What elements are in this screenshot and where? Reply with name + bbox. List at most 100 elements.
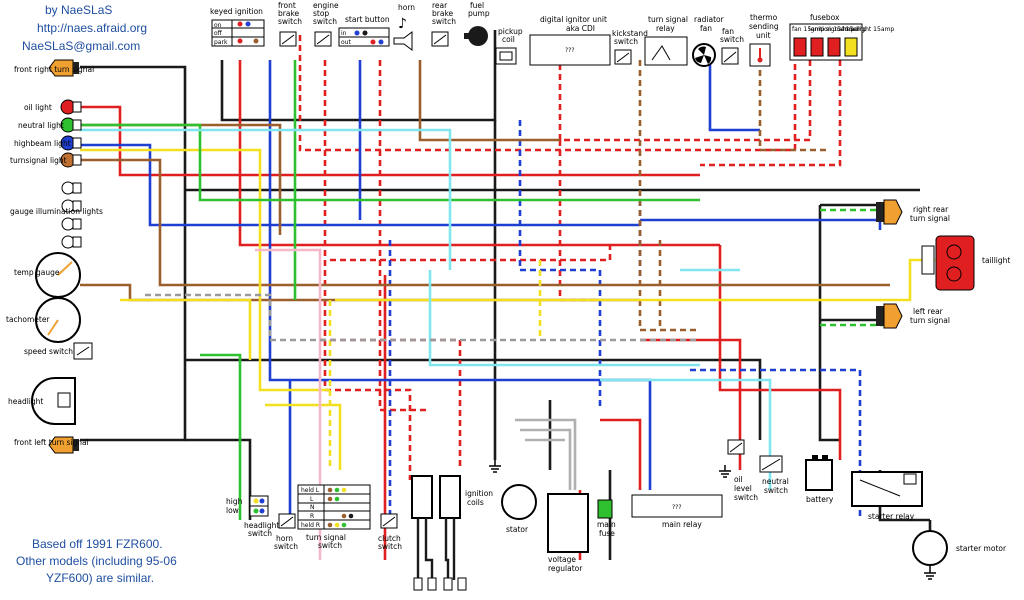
svg-text:switch: switch [720,35,744,44]
svg-text:horn: horn [276,534,293,543]
radiator-fan: radiator fan [692,15,725,67]
svg-text:brake: brake [432,9,454,18]
svg-text:brake: brake [278,9,300,18]
svg-text:neutral: neutral [762,477,789,486]
gauge-illumination-lights: gauge illumination lights [10,181,103,249]
svg-text:on: on [214,22,222,29]
svg-text:switch: switch [318,541,342,550]
svg-text:thermo: thermo [750,13,778,22]
left-rear-turn-signal: left rear turn signal [876,303,950,329]
headlight-switch: high low headlight switch [226,495,279,538]
svg-text:highbeam light: highbeam light [14,139,71,148]
svg-text:battery: battery [806,495,834,504]
svg-text:R: R [310,513,314,520]
svg-text:headlight 15amp: headlight 15amp [843,26,894,33]
thermo-sending-unit: thermo sending unit [749,13,779,67]
svg-text:fan 15amp: fan 15amp [792,26,825,33]
battery: battery [805,455,834,504]
svg-text:main relay: main relay [662,520,702,529]
svg-text:unit: unit [756,31,771,40]
svg-text:out: out [341,39,351,46]
svg-text:starter relay: starter relay [868,512,915,521]
fan-icon [695,46,712,64]
svg-text:headlight: headlight [244,521,279,530]
svg-text:turn signal: turn signal [910,316,950,325]
fan-switch: fan switch [720,27,744,65]
horn: horn ♪ [393,3,415,51]
right-rear-turn-signal: right rear turn signal [876,199,950,225]
keyed-ignition: keyed ignition on off park [210,7,265,47]
footer-line1: Based off 1991 FZR600. [32,537,163,551]
header-by: by NaeSLaS [45,3,112,17]
main-relay: ??? main relay [631,494,723,529]
svg-text:front: front [278,1,296,10]
svg-text:turnsignal light: turnsignal light [10,156,67,165]
svg-text:switch: switch [248,529,272,538]
svg-text:sending: sending [749,22,779,31]
svg-text:ignition: ignition [465,489,493,498]
svg-text:clutch: clutch [378,534,401,543]
svg-text:starter motor: starter motor [956,544,1007,553]
svg-text:stop: stop [313,9,329,18]
svg-text:switch: switch [432,17,456,26]
svg-text:left rear: left rear [913,307,944,316]
svg-text:held L: held L [301,487,320,494]
svg-text:speed switch: speed switch [24,347,73,356]
svg-text:headlight: headlight [8,397,43,406]
tachometer: tachometer [6,297,81,343]
temp-gauge: temp gauge [14,252,81,298]
svg-text:switch: switch [378,542,402,551]
svg-text:turn signal: turn signal [648,15,688,24]
wire-harness [80,30,935,560]
footer-line2: Other models (including 95-06 [16,554,177,568]
header-email: NaeSLaS@gmail.com [22,39,140,53]
svg-text:switch: switch [764,486,788,495]
svg-text:horn: horn [398,3,415,12]
music-note-icon: ♪ [398,16,407,32]
cdi-unit: digital ignitor unit aka CDI ??? [529,15,611,66]
svg-text:switch: switch [734,493,758,502]
turn-signal-switch: held L L N R held R turn signal switch [297,484,371,550]
voltage-regulator: voltage regulator [547,493,589,573]
svg-text:stator: stator [506,525,529,534]
indicator-lights: oil light neutral light highbeam light t… [10,99,82,168]
starter-relay: starter relay [851,471,923,521]
svg-text:neutral light: neutral light [18,121,64,130]
svg-text:temp gauge: temp gauge [14,268,60,277]
svg-text:kickstand: kickstand [612,29,648,38]
svg-text:oil light: oil light [24,103,52,112]
svg-text:held R: held R [301,522,320,529]
svg-text:off: off [214,30,223,37]
svg-text:fusebox: fusebox [810,13,840,22]
start-button: start button in out [338,15,390,47]
turn-signal-relay: turn signal relay [644,15,688,66]
svg-text:coils: coils [467,498,484,507]
kickstand-switch: kickstand switch [612,29,648,65]
svg-text:high: high [226,497,243,506]
svg-text:switch: switch [614,37,638,46]
svg-text:fuse: fuse [599,529,615,538]
svg-text:switch: switch [278,17,302,26]
speed-switch: speed switch [24,342,93,360]
main-fuse: main fuse [597,499,616,538]
svg-text:turn signal: turn signal [910,214,950,223]
svg-text:right rear: right rear [913,205,949,214]
oil-level-switch: oil level switch [727,439,758,502]
svg-text:level: level [734,484,752,493]
svg-text:engine: engine [313,1,339,10]
starter-motor: starter motor [912,530,1007,566]
stator: stator [501,484,537,534]
svg-text:low: low [226,506,239,515]
svg-text:turn signal: turn signal [306,533,346,542]
svg-text:regulator: regulator [548,564,583,573]
ground-symbols [489,460,936,580]
svg-text:switch: switch [274,542,298,551]
svg-text:voltage: voltage [548,555,576,564]
svg-text:front left turn signal: front left turn signal [14,438,89,447]
svg-text:switch: switch [313,17,337,26]
pickup-coil: pickup coil [495,27,523,65]
rear-brake-switch: rear brake switch [431,1,456,47]
front-left-turn-signal: front left turn signal [14,436,89,454]
svg-text:???: ??? [565,47,575,54]
